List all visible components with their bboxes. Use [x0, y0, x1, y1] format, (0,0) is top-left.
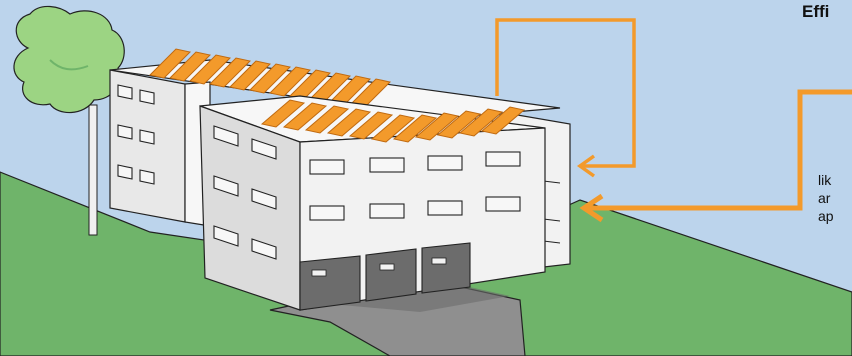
arrow-left-icon — [584, 92, 852, 220]
caption-line: ar — [818, 189, 830, 207]
caption-line: ap — [818, 207, 834, 225]
panel-heading: Effi — [802, 2, 829, 22]
caption-line: lik — [818, 171, 831, 189]
